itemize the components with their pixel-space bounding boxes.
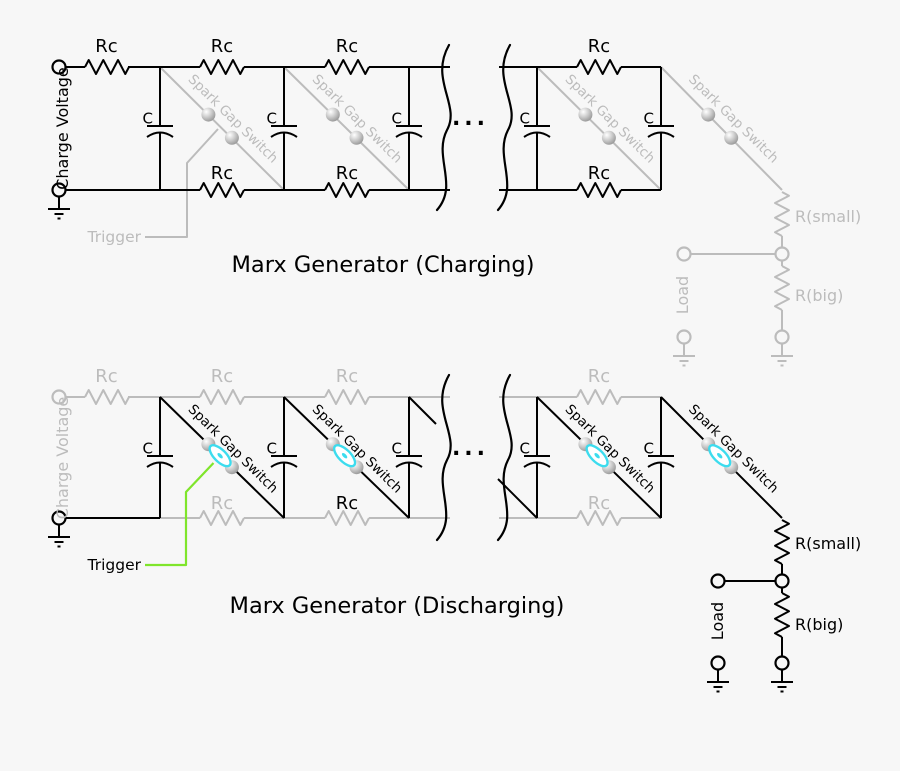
c-label: C <box>267 440 277 458</box>
terminal-icon <box>710 573 726 589</box>
r-small-label: R(small) <box>795 534 861 553</box>
rc-label: Rc <box>336 366 358 387</box>
load-wires <box>690 236 783 331</box>
ellipsis-label: ... <box>452 106 489 131</box>
c-label: C <box>644 440 654 458</box>
ellipsis-label: ... <box>452 436 489 461</box>
charge-voltage-label: Charge Voltage <box>53 67 72 190</box>
charging-circuit <box>47 59 675 220</box>
terminal-icon <box>51 59 67 75</box>
electrode-ball-icon <box>724 130 739 145</box>
rc-label: Rc <box>336 493 358 514</box>
rc-label: Rc <box>211 366 233 387</box>
c-label: C <box>267 110 277 128</box>
trigger-wire <box>145 128 219 238</box>
trigger-label: Trigger <box>87 228 142 246</box>
rc-label: Rc <box>95 36 117 57</box>
rc-label: Rc <box>211 493 233 514</box>
rc-label: Rc <box>588 493 610 514</box>
terminal-icon <box>774 246 790 262</box>
trigger-label: Trigger <box>87 556 142 574</box>
terminal-icon <box>676 329 692 345</box>
r-big-label: R(big) <box>795 615 843 634</box>
rc-label: Rc <box>588 366 610 387</box>
discharging-circuit <box>47 396 794 693</box>
terminal-icon <box>676 246 692 262</box>
discharging-title: Marx Generator (Discharging) <box>230 593 565 619</box>
terminal-icon <box>774 655 790 671</box>
c-label: C <box>143 440 153 458</box>
capacitor-leads <box>159 397 662 518</box>
rc-label: Rc <box>95 366 117 387</box>
load-label: Load <box>708 602 727 640</box>
terminal-icon <box>51 389 67 405</box>
c-label: C <box>392 440 402 458</box>
c-label: C <box>644 110 654 128</box>
trigger-wire <box>145 462 215 567</box>
c-label: C <box>520 110 530 128</box>
rc-label: Rc <box>336 163 358 184</box>
c-label: C <box>392 110 402 128</box>
terminal-icon <box>774 573 790 589</box>
capacitor-leads <box>159 67 662 190</box>
rc-label: Rc <box>336 36 358 57</box>
rc-label: Rc <box>588 163 610 184</box>
terminal-icon <box>710 655 726 671</box>
load-wires <box>724 564 783 657</box>
rc-label: Rc <box>211 163 233 184</box>
c-label: C <box>143 110 153 128</box>
r-small-label: R(small) <box>795 207 861 226</box>
load-label: Load <box>673 276 692 314</box>
charge-voltage-label: Charge Voltage <box>53 397 72 520</box>
rc-label: Rc <box>588 36 610 57</box>
terminal-icon <box>774 329 790 345</box>
rc-label: Rc <box>211 36 233 57</box>
c-label: C <box>520 440 530 458</box>
r-big-label: R(big) <box>795 286 843 305</box>
charging-title: Marx Generator (Charging) <box>232 252 535 278</box>
charging-spark-gap-chain <box>145 66 794 367</box>
spark-gap-wires <box>159 66 783 191</box>
